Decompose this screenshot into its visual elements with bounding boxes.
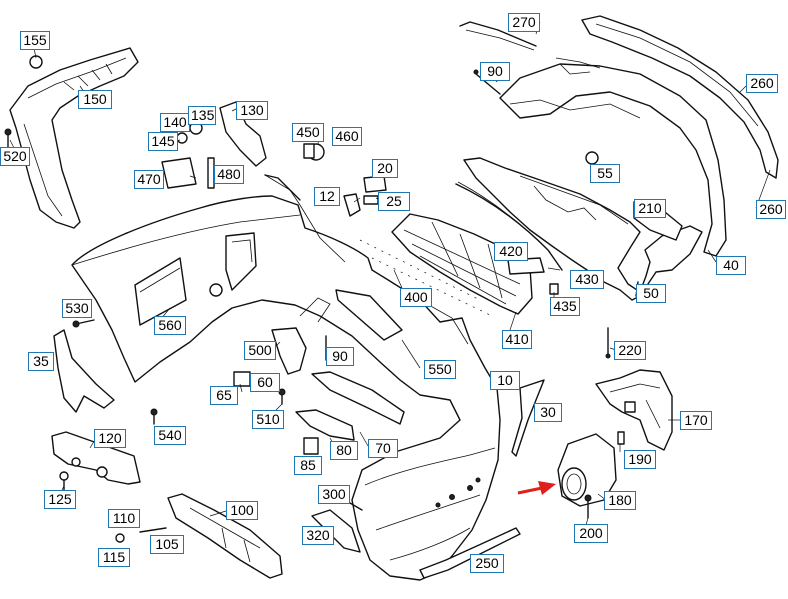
callout-210[interactable]: 210	[634, 199, 666, 218]
callout-420[interactable]: 420	[494, 242, 528, 261]
callout-260-right[interactable]: 260	[756, 200, 786, 219]
callout-105[interactable]: 105	[150, 535, 184, 554]
callout-250[interactable]: 250	[470, 554, 504, 573]
callout-40[interactable]: 40	[716, 256, 746, 275]
bumper-trim-drawing	[459, 15, 779, 257]
callout-220[interactable]: 220	[614, 341, 646, 360]
callout-25[interactable]: 25	[378, 192, 410, 211]
callout-140[interactable]: 140	[160, 113, 190, 132]
callout-50[interactable]: 50	[636, 284, 666, 303]
callout-480[interactable]: 480	[214, 165, 244, 184]
callout-180[interactable]: 180	[604, 491, 636, 510]
callout-100[interactable]: 100	[226, 501, 258, 520]
alignment-lines	[359, 239, 491, 316]
callout-410[interactable]: 410	[502, 330, 532, 349]
callout-270[interactable]: 270	[508, 13, 540, 32]
callout-155[interactable]: 155	[20, 31, 50, 50]
callout-435[interactable]: 435	[550, 297, 580, 316]
red-arrow-icon	[517, 481, 556, 495]
callout-500[interactable]: 500	[244, 341, 276, 360]
callout-520[interactable]: 520	[0, 147, 30, 166]
right-bracket-drawing	[595, 369, 673, 451]
callout-60[interactable]: 60	[250, 373, 280, 392]
callout-400[interactable]: 400	[400, 288, 432, 307]
callout-85[interactable]: 85	[294, 456, 322, 475]
left-lower-bracket-drawing	[51, 431, 141, 485]
callout-10[interactable]: 10	[490, 371, 520, 390]
callout-65[interactable]: 65	[210, 386, 238, 405]
callout-80[interactable]: 80	[330, 441, 358, 460]
bracket-35-drawing	[53, 329, 115, 413]
callout-510[interactable]: 510	[252, 410, 284, 429]
callout-300[interactable]: 300	[318, 485, 350, 504]
callout-115[interactable]: 115	[98, 548, 130, 567]
callout-20[interactable]: 20	[372, 159, 398, 178]
callout-90-top[interactable]: 90	[480, 62, 510, 81]
callout-530[interactable]: 530	[62, 299, 92, 318]
callout-550[interactable]: 550	[424, 360, 456, 379]
callout-540[interactable]: 540	[154, 426, 186, 445]
lower-bracket-drawing	[167, 493, 283, 579]
callout-145[interactable]: 145	[148, 132, 178, 151]
callout-560[interactable]: 560	[154, 316, 186, 335]
side-bracket-drawing	[9, 47, 139, 229]
bumper-cover-drawing	[71, 174, 501, 581]
callout-190[interactable]: 190	[624, 450, 656, 469]
small-parts-drawing	[4, 55, 683, 579]
callout-55[interactable]: 55	[590, 164, 620, 183]
callout-150[interactable]: 150	[78, 90, 112, 109]
callout-320[interactable]: 320	[302, 526, 334, 545]
callout-110[interactable]: 110	[108, 509, 140, 528]
callout-470[interactable]: 470	[134, 170, 164, 189]
callout-35[interactable]: 35	[28, 352, 54, 371]
callout-460[interactable]: 460	[332, 127, 362, 146]
callout-90-middle[interactable]: 90	[326, 347, 354, 366]
callout-125[interactable]: 125	[44, 490, 76, 509]
callout-130[interactable]: 130	[236, 101, 268, 120]
callout-120[interactable]: 120	[94, 429, 126, 448]
grille-drawing	[391, 213, 533, 315]
callout-70[interactable]: 70	[368, 439, 398, 458]
diffuser-panel-drawing	[455, 157, 703, 301]
callout-430[interactable]: 430	[570, 270, 604, 289]
callout-170[interactable]: 170	[680, 411, 712, 430]
callout-260-top[interactable]: 260	[746, 74, 778, 93]
callout-450[interactable]: 450	[292, 123, 324, 142]
callout-12[interactable]: 12	[314, 187, 340, 206]
callout-135[interactable]: 135	[188, 106, 216, 125]
exhaust-tip-drawing	[557, 433, 617, 507]
callout-30[interactable]: 30	[534, 403, 562, 422]
callout-200[interactable]: 200	[574, 524, 608, 543]
